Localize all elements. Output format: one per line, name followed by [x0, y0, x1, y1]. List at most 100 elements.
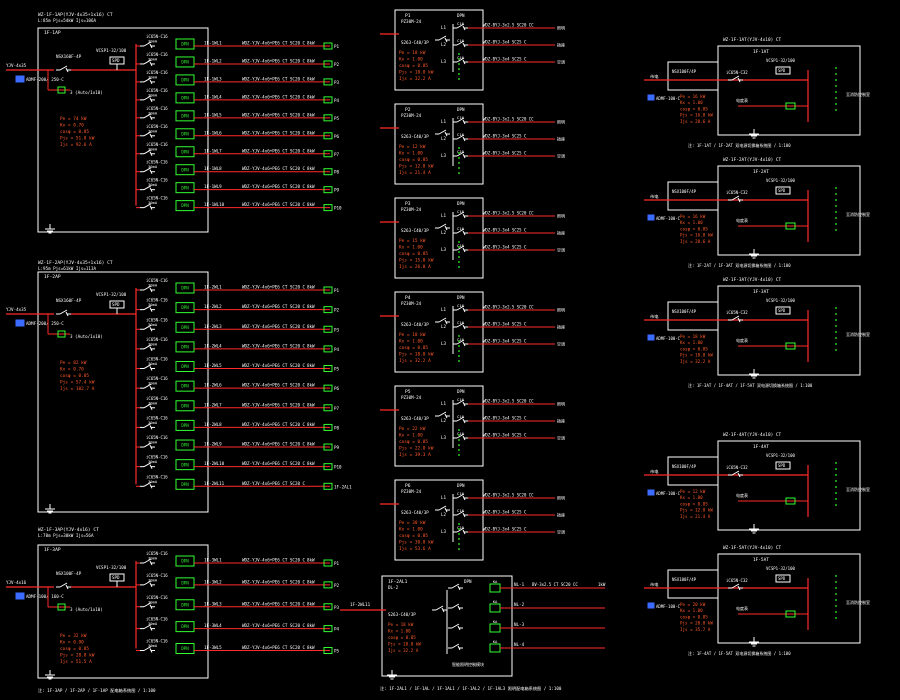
calc-line: Pe = 15 kW	[399, 238, 426, 244]
branch-box	[175, 643, 195, 654]
calc-line: cosφ = 0.85	[60, 646, 89, 652]
panel-frame	[394, 103, 484, 185]
rcd-rating: 30mA	[148, 302, 158, 307]
branch-breaker-label: iC65N-C16	[146, 124, 168, 129]
branch-breaker-label: C16	[457, 320, 465, 325]
circuit-load: 8kW	[307, 461, 315, 466]
breaker-blade	[451, 583, 460, 589]
calc-line: Kx = 0.70	[60, 367, 84, 373]
breaker-blade	[451, 643, 460, 649]
circuit-destination: P4	[334, 347, 340, 352]
circuit-load: 8kW	[307, 112, 315, 117]
phase-label: L3	[441, 59, 447, 64]
load-box	[323, 482, 333, 490]
meter-icon	[15, 592, 25, 600]
panel-box-label: DPN	[457, 201, 465, 206]
breaker-blade	[435, 605, 444, 611]
branch-breaker-label: C16	[457, 115, 465, 120]
breaker-cross	[462, 307, 466, 313]
branch-breaker-label: iC65N-C16	[146, 396, 168, 401]
branch-breaker-label: C16	[457, 132, 465, 137]
calc-line: Pjs = 16.0 kW	[680, 113, 713, 118]
meter-icon	[15, 319, 25, 327]
phase-label: L2	[441, 230, 447, 235]
relay-box	[489, 623, 501, 633]
circuit-cable: WDZ-BYJ-3x2.5 SC20 CC	[483, 211, 534, 216]
breaker-cross	[149, 115, 153, 121]
circuit-id: 1F-1WL2	[204, 58, 222, 63]
phase-label: L1	[441, 307, 447, 312]
branch-breaker-label: iC65N-C16	[146, 178, 168, 183]
circuit-id: 1F-1WL3	[204, 76, 222, 81]
main-breaker-label: NSX100F/4P	[672, 577, 697, 582]
circuit-id: 1F-3WL5	[204, 645, 222, 650]
calc-line: Ijs = 32.2 A	[399, 76, 431, 82]
circuit-load: 8kW	[307, 202, 315, 207]
breaker-cross	[462, 512, 466, 518]
ats-frame	[667, 61, 719, 91]
panel-model: PZ30M-24	[401, 19, 422, 24]
circuit-cable: WDZ-YJV-4x6+PE6 CT SC20 C	[242, 148, 306, 153]
calc-line: Kx = 1.00	[399, 339, 423, 345]
breaker-blade	[456, 134, 465, 140]
circuit-destination: 1F-2AL1	[334, 484, 352, 489]
branch-breaker-label: iC65N-C16	[146, 298, 168, 303]
circuit-load: 插座	[557, 230, 565, 236]
breaker-blade	[456, 493, 465, 499]
breaker-blade	[143, 203, 152, 209]
branch-breaker-label: C16	[457, 508, 465, 513]
calc-line: Ijs = 21.4 A	[680, 514, 711, 519]
branch-box-label: DPN	[181, 384, 189, 389]
circuit-load: 8kW	[307, 623, 315, 628]
breaker-blade	[456, 245, 465, 251]
circuit-destination: P10	[334, 206, 342, 211]
panel-frame	[381, 575, 513, 677]
breaker-blade	[456, 322, 465, 328]
circuit-load: 插座	[557, 324, 565, 330]
breaker-cross	[462, 42, 466, 48]
breaker-blade	[438, 411, 447, 417]
breaker-cross	[737, 197, 741, 203]
calc-line: cosφ = 0.85	[680, 614, 708, 619]
panel-name: 1F-2AT	[753, 169, 769, 175]
circuit-load: 8kW	[307, 148, 315, 153]
calc-line: Ijs = 26.8 A	[399, 264, 431, 270]
panel-name: 1F-1AT	[753, 49, 769, 55]
breaker-cross	[149, 79, 153, 85]
spd-label: SPD	[112, 58, 120, 63]
branch-box-label: DPN	[181, 185, 189, 190]
load-box	[323, 306, 333, 314]
phase-dot	[458, 256, 460, 258]
phase-label: L3	[441, 529, 447, 534]
incoming-label: 市电	[650, 193, 659, 200]
breaker-blade	[143, 602, 152, 608]
breaker-cross	[441, 607, 445, 613]
spd-label: SPD	[778, 463, 786, 468]
circuit-id: 1F-1WL5	[204, 112, 222, 117]
calc-line: Pe = 16 kW	[680, 94, 706, 99]
panel-model: PZ30M-24	[401, 207, 422, 212]
panel-box-label: DPN	[457, 483, 465, 488]
circuit-cable: WDZ-YJV-4x6+PE6 CT SC20 C	[242, 579, 306, 584]
calc-line: Kx = 1.00	[399, 151, 423, 157]
phase-dot	[458, 241, 460, 243]
circuit-load: 照明	[557, 214, 565, 219]
circuit-load: 8kW	[307, 579, 315, 584]
panel-frame	[37, 27, 209, 233]
breaker-cross	[737, 585, 741, 591]
breaker-cross	[149, 187, 153, 192]
ats-frame	[667, 456, 719, 486]
rcd-label: ADMF-200/ 250-C	[26, 77, 64, 82]
load-box	[323, 96, 333, 104]
breaker-blade	[438, 129, 447, 135]
phase-dot	[835, 109, 837, 111]
panel-header-sub: L:95m Pjs=61kW Ijs=113A	[38, 266, 96, 271]
panel-header: WZ-1F-1AP(YJV-4x35+1x16) CT	[38, 12, 113, 18]
circuit-destination: P3	[334, 605, 340, 610]
meter-icon	[15, 75, 25, 83]
